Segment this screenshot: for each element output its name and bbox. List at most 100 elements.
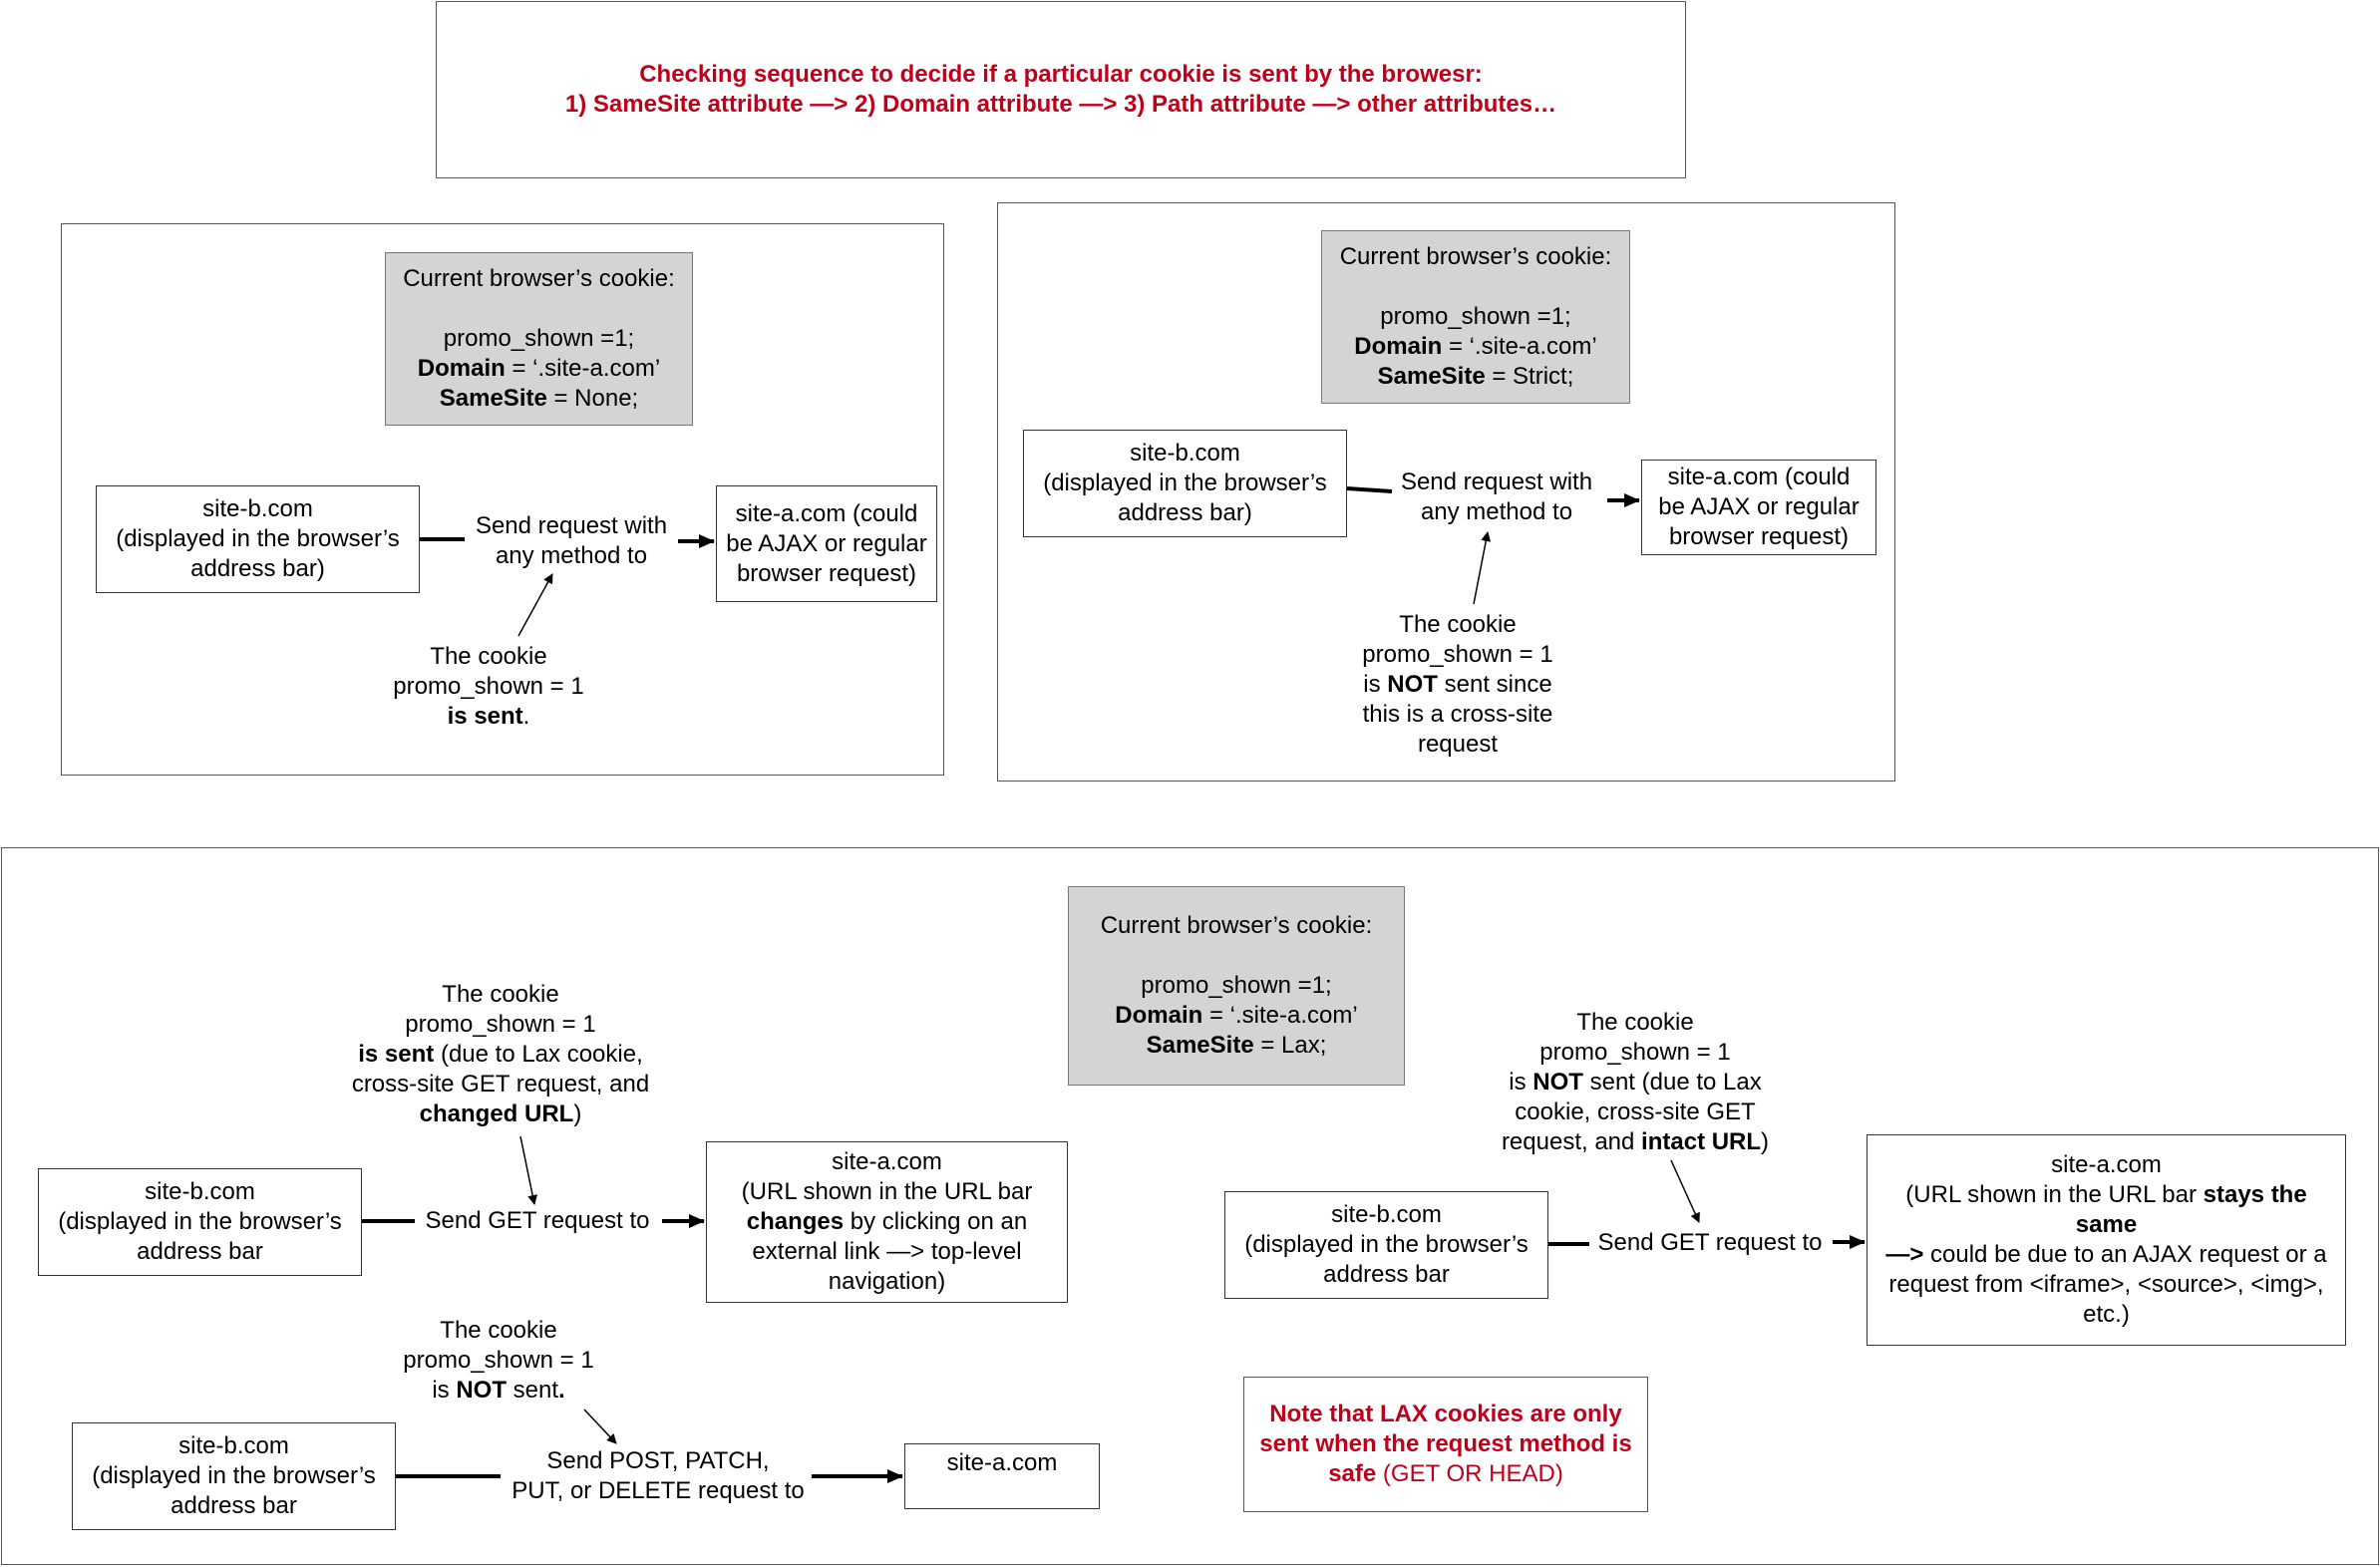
cookie-domain-value: = ‘.site-a.com’ bbox=[1442, 333, 1597, 360]
source-site-desc-2: address bar) bbox=[1118, 499, 1252, 526]
cookie-domain-key: Domain bbox=[417, 355, 506, 382]
note-line-1: The cookie bbox=[1576, 1009, 1694, 1036]
request-label-get: Send GET request to bbox=[425, 1207, 650, 1234]
pointer-arrow bbox=[519, 1135, 538, 1205]
header-box: Checking sequence to decide if a particu… bbox=[436, 1, 1686, 178]
cookie-note-lax-get-sent: The cookie promo_shown = 1 is sent (due … bbox=[321, 980, 680, 1129]
source-site-desc: (displayed in the browser’s bbox=[58, 1208, 342, 1235]
note-tail-2: ) bbox=[573, 1100, 582, 1127]
source-site-box: site-b.com (displayed in the browser’s a… bbox=[1224, 1191, 1548, 1299]
note-line-2: promo_shown = 1 bbox=[403, 1347, 594, 1374]
source-site-desc-2: address bar bbox=[137, 1238, 263, 1265]
note-line-5-pre: request, and bbox=[1501, 1128, 1642, 1155]
target-bold: changes bbox=[746, 1208, 845, 1235]
target-site-line-2: (URL shown in the URL bar bbox=[741, 1178, 1033, 1205]
note-line-4: this is a cross-site bbox=[1362, 701, 1553, 728]
note-line-2: promo_shown = 1 bbox=[393, 673, 584, 700]
request-label: Send request with any method to bbox=[461, 511, 682, 571]
target-bold-2: same bbox=[2075, 1211, 2138, 1238]
cookie-samesite-value: = None; bbox=[546, 385, 639, 412]
target-line-2-pre: (URL shown in the URL bar bbox=[1905, 1181, 2204, 1208]
target-site-line-3: browser request) bbox=[1668, 523, 1850, 550]
cookie-samesite-value: = Lax; bbox=[1253, 1032, 1327, 1059]
source-site-name: site-b.com bbox=[202, 495, 313, 522]
lax-note-tail: (GET OR HEAD) bbox=[1376, 1460, 1563, 1487]
pointer-arrow bbox=[1473, 531, 1492, 605]
target-site-line-1: site-a.com bbox=[832, 1148, 942, 1175]
note-line-5: request bbox=[1417, 731, 1499, 758]
note-bold: is sent bbox=[447, 703, 523, 730]
target-line-3-tail: by clicking on an bbox=[844, 1208, 1028, 1235]
request-label-get-intact: Send GET request to bbox=[1597, 1229, 1823, 1256]
cookie-domain-key: Domain bbox=[1354, 333, 1443, 360]
cookie-value: promo_shown =1; bbox=[443, 325, 635, 352]
target-site-box-intact: site-a.com (URL shown in the URL bar sta… bbox=[1867, 1134, 2346, 1346]
note-post: sent bbox=[506, 1377, 559, 1404]
target-site-line-5: navigation) bbox=[828, 1268, 946, 1295]
request-label-line-2: any method to bbox=[1420, 498, 1573, 525]
source-site-box: site-b.com (displayed in the browser’s a… bbox=[96, 485, 420, 593]
request-label: Send request with any method to bbox=[1386, 468, 1607, 527]
note-post: sent (due to Lax bbox=[1582, 1069, 1762, 1096]
target-site-line-1: site-a.com bbox=[2051, 1151, 2162, 1178]
note-bold-2: intact URL bbox=[1641, 1128, 1762, 1155]
lax-note-box: Note that LAX cookies are only sent when… bbox=[1243, 1377, 1648, 1512]
connector-line bbox=[1346, 486, 1393, 493]
target-site-line-4: external link —> top-level bbox=[752, 1238, 1022, 1265]
cookie-note-lax-get-not-sent: The cookie promo_shown = 1 is NOT sent (… bbox=[1456, 1008, 1815, 1157]
header-line-1: Checking sequence to decide if a particu… bbox=[639, 61, 1483, 88]
cookie-title: Current browser’s cookie: bbox=[403, 265, 675, 292]
target-site-box-changed: site-a.com (URL shown in the URL bar cha… bbox=[706, 1141, 1068, 1303]
note-dot: . bbox=[558, 1377, 565, 1404]
note-line-1: The cookie bbox=[430, 643, 547, 670]
cookie-samesite-key: SameSite bbox=[1146, 1032, 1254, 1059]
source-site-name: site-b.com bbox=[1130, 440, 1240, 467]
cookie-domain-value: = ‘.site-a.com’ bbox=[1202, 1002, 1358, 1029]
target-site-box-post: site-a.com bbox=[904, 1443, 1100, 1509]
note-line-2: promo_shown = 1 bbox=[1362, 641, 1553, 668]
target-site-line-6: etc.) bbox=[2083, 1301, 2130, 1328]
target-site-line-2: be AJAX or regular bbox=[726, 529, 927, 557]
cookie-domain-key: Domain bbox=[1115, 1002, 1203, 1029]
lax-note-line-1: Note that LAX cookies are only bbox=[1269, 1401, 1622, 1427]
source-site-name: site-b.com bbox=[178, 1432, 289, 1459]
source-site-box: site-b.com (displayed in the browser’s a… bbox=[38, 1168, 362, 1276]
cookie-value: promo_shown =1; bbox=[1141, 972, 1332, 999]
note-line-1: The cookie bbox=[442, 981, 559, 1008]
note-line-2: promo_shown = 1 bbox=[405, 1011, 596, 1038]
cookie-box-strict: Current browser’s cookie: promo_shown =1… bbox=[1321, 230, 1630, 404]
note-bold: NOT bbox=[456, 1377, 507, 1404]
source-site-name: site-b.com bbox=[145, 1178, 255, 1205]
cookie-note-none: The cookie promo_shown = 1 is sent. bbox=[369, 642, 608, 732]
source-site-name: site-b.com bbox=[1331, 1201, 1442, 1228]
source-site-desc: (displayed in the browser’s bbox=[92, 1462, 376, 1489]
note-pre: is bbox=[1363, 671, 1388, 698]
pointer-arrow bbox=[1670, 1159, 1700, 1223]
cookie-domain-value: = ‘.site-a.com’ bbox=[505, 355, 661, 382]
lax-note-bold: safe bbox=[1328, 1460, 1377, 1487]
source-site-desc: (displayed in the browser’s bbox=[116, 525, 400, 552]
request-label-line-2: PUT, or DELETE request to bbox=[511, 1477, 805, 1504]
pointer-arrow bbox=[583, 1409, 617, 1444]
source-site-desc-2: address bar) bbox=[190, 555, 325, 582]
header-line-2: 1) SameSite attribute —> 2) Domain attri… bbox=[564, 91, 1557, 118]
request-label-line-1: Send POST, PATCH, bbox=[546, 1447, 770, 1474]
note-bold-2: changed URL bbox=[419, 1100, 574, 1127]
note-pre: is bbox=[432, 1377, 457, 1404]
note-tail: . bbox=[522, 703, 530, 730]
request-label-line-1: Send request with bbox=[475, 512, 668, 539]
source-site-desc-2: address bar bbox=[170, 1492, 297, 1519]
source-site-desc-2: address bar bbox=[1323, 1261, 1450, 1288]
note-line-4: cross-site GET request, and bbox=[351, 1071, 650, 1097]
panel-samesite-strict bbox=[997, 202, 1895, 782]
cookie-note-lax-post: The cookie promo_shown = 1 is NOT sent. bbox=[379, 1316, 618, 1406]
cookie-title: Current browser’s cookie: bbox=[1339, 243, 1612, 270]
note-post: sent since bbox=[1437, 671, 1552, 698]
cookie-note-strict: The cookie promo_shown = 1 is NOT sent s… bbox=[1338, 610, 1577, 760]
cookie-samesite-key: SameSite bbox=[1377, 363, 1486, 390]
target-bold-1: stays the bbox=[2203, 1181, 2307, 1208]
cookie-samesite-value: = Strict; bbox=[1485, 363, 1574, 390]
cookie-box-lax: Current browser’s cookie: promo_shown =1… bbox=[1068, 886, 1405, 1086]
cookie-title: Current browser’s cookie: bbox=[1100, 912, 1373, 939]
